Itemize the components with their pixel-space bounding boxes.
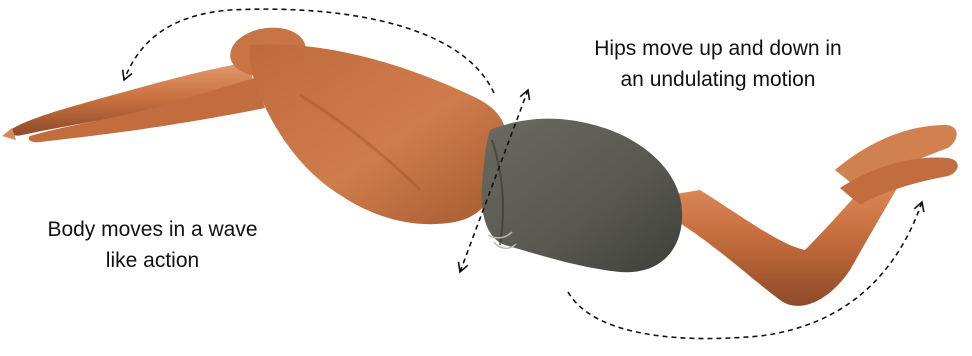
hips-annotation-line1: Hips move up and down in	[553, 33, 883, 64]
body-annotation-line1: Body moves in a wave	[10, 214, 295, 245]
hips-annotation: Hips move up and down in an undulating m…	[553, 33, 883, 95]
hips-annotation-line2: an undulating motion	[553, 64, 883, 95]
swimmer-legs	[640, 125, 958, 306]
body-annotation: Body moves in a wave like action	[10, 214, 295, 276]
swimmer-arms	[2, 62, 265, 142]
swimmer-torso	[250, 44, 507, 224]
swimmer-shorts	[482, 119, 683, 273]
body-annotation-line2: like action	[10, 245, 295, 276]
